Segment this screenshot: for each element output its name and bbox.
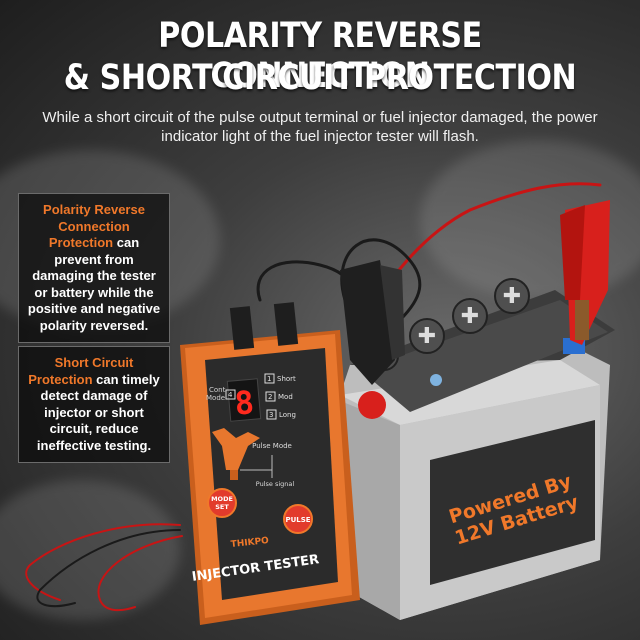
callout-text: can timely detect damage of injector or … bbox=[36, 371, 160, 453]
svg-text:✚: ✚ bbox=[461, 304, 479, 329]
svg-text:4: 4 bbox=[228, 391, 233, 399]
red-clip bbox=[560, 200, 610, 345]
device-brand: THIKPO bbox=[230, 536, 269, 550]
svg-text:2: 2 bbox=[268, 393, 272, 401]
svg-text:Mod: Mod bbox=[278, 393, 293, 401]
svg-text:1: 1 bbox=[267, 375, 271, 383]
svg-text:PULSE: PULSE bbox=[285, 516, 310, 524]
svg-text:✚: ✚ bbox=[503, 284, 521, 309]
subtitle: While a short circuit of the pulse outpu… bbox=[42, 109, 598, 145]
digital-display: 8 bbox=[233, 383, 256, 423]
callout-short-circuit-protection: Short Circuit Protection can timely dete… bbox=[18, 346, 170, 463]
callout-highlight: Short Circuit Protection bbox=[28, 355, 134, 387]
pulse-mode-label: Pulse Mode bbox=[252, 442, 292, 450]
callout-highlight: Polarity Reverse Connection Protection bbox=[43, 202, 145, 250]
svg-text:3: 3 bbox=[269, 411, 273, 419]
black-clip bbox=[340, 260, 405, 419]
battery-indicator-eye bbox=[430, 374, 442, 386]
background-engine-shape bbox=[0, 480, 180, 620]
car-battery: ✚ ✚ ✚ Powered By12V Battery bbox=[338, 278, 615, 620]
mode-list: 1 Short 2 Mod 3 Long 4 bbox=[225, 373, 296, 420]
pulse-button[interactable]: PULSE bbox=[283, 504, 313, 534]
callout-text: can prevent from damaging the tester or … bbox=[27, 235, 161, 333]
pulse-signal-label: Pulse signal bbox=[256, 480, 295, 488]
headline-line-1: POLARITY REVERSE CONNECTION bbox=[158, 16, 482, 96]
fuel-injector-icon bbox=[212, 428, 260, 480]
svg-text:Long: Long bbox=[279, 411, 296, 419]
svg-text:✚: ✚ bbox=[418, 324, 436, 349]
svg-text:Short: Short bbox=[277, 375, 296, 383]
headline-line-2: & SHORT CIRCUIT PROTECTION bbox=[63, 58, 577, 98]
callout-polarity-protection: Polarity Reverse Connection Protection c… bbox=[18, 193, 170, 343]
